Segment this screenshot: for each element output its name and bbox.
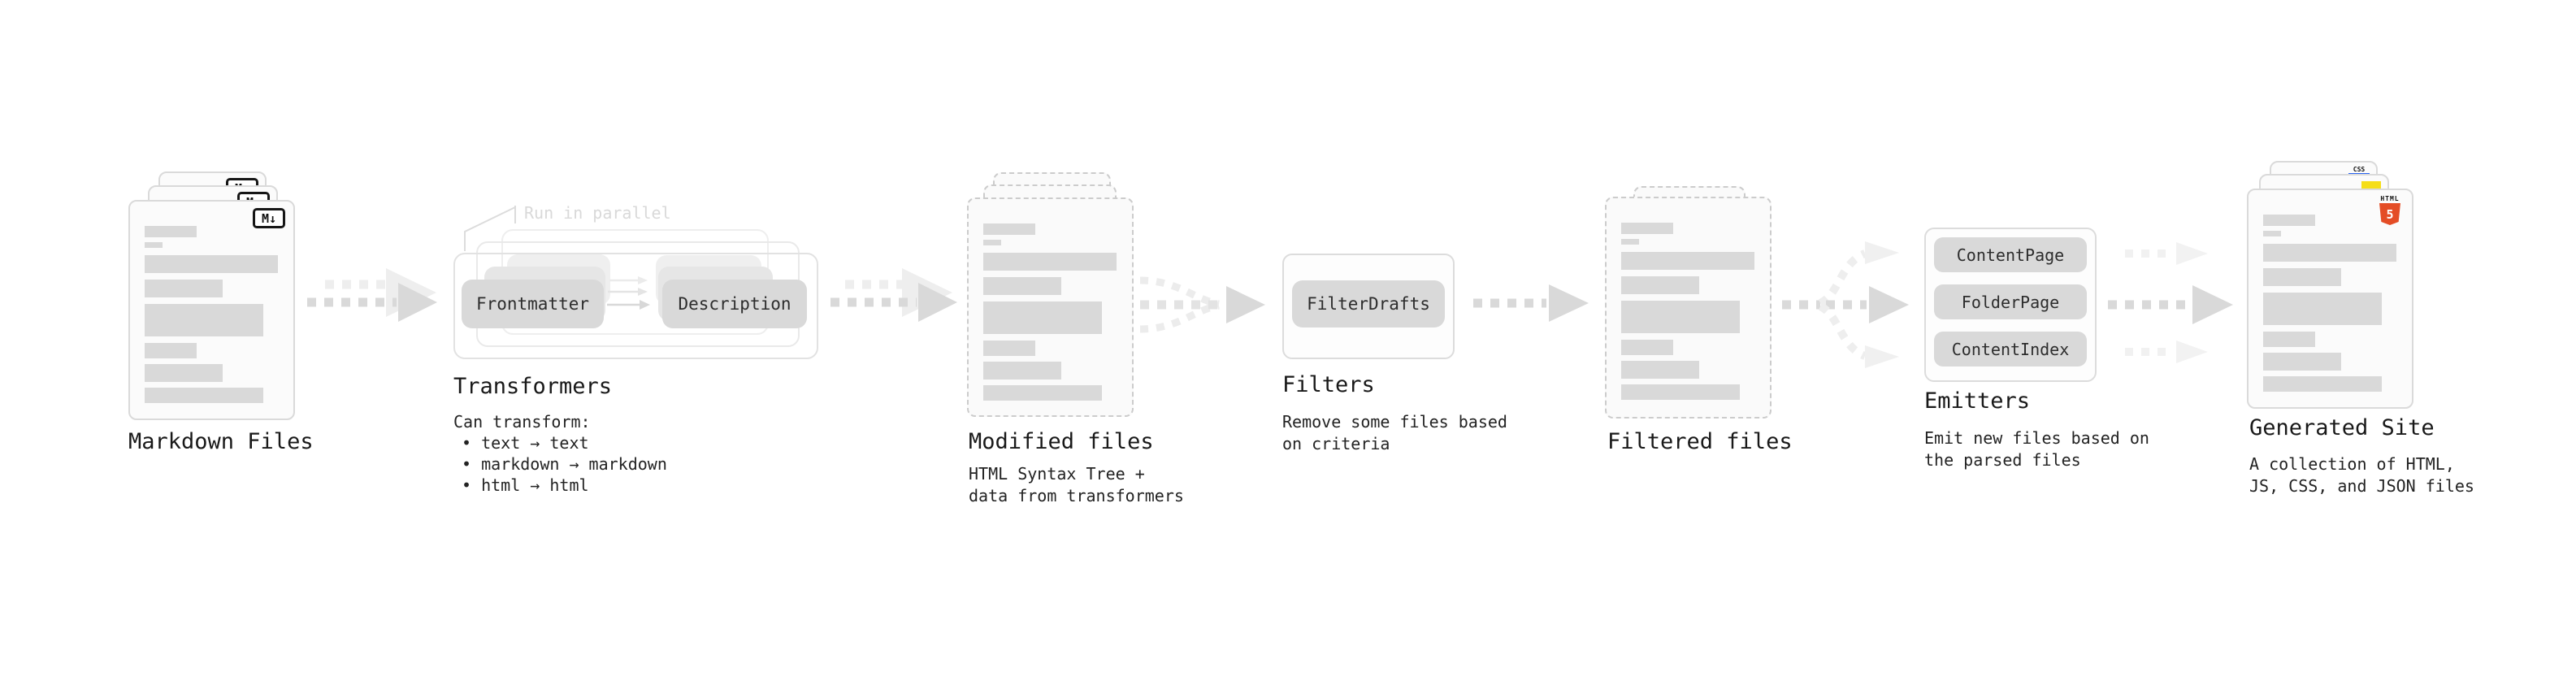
markdown-icon: M↓ xyxy=(253,208,285,228)
content-line-placeholder xyxy=(2263,293,2382,325)
transformers-desc: Can transform: • text → text • markdown … xyxy=(453,411,667,496)
content-line-placeholder xyxy=(145,242,163,248)
modified-files-desc: HTML Syntax Tree + data from transformer… xyxy=(969,463,1184,507)
callout-line xyxy=(464,206,516,251)
modified-files-label: Modified files xyxy=(969,429,1154,454)
emitter-pill-contentpage: ContentPage xyxy=(1934,237,2087,272)
content-line-placeholder xyxy=(145,280,223,297)
desc-line: A collection of HTML, xyxy=(2249,454,2455,474)
content-line-placeholder xyxy=(1621,223,1673,234)
content-line-placeholder xyxy=(2263,376,2382,392)
generated-site-label: Generated Site xyxy=(2249,415,2435,440)
markdown-file-card: M↓ xyxy=(128,200,295,420)
emitter-pill-folderpage: FolderPage xyxy=(1934,284,2087,319)
dashed-flow-arrow-icon xyxy=(830,268,957,322)
desc-line: JS, CSS, and JSON files xyxy=(2249,476,2474,496)
content-line-placeholder xyxy=(983,340,1035,356)
merge-arrow-icon xyxy=(1139,276,1265,333)
html5-icon-number: 5 xyxy=(2386,206,2394,222)
filtered-files-label: Filtered files xyxy=(1607,429,1793,454)
content-line-placeholder xyxy=(1621,252,1754,270)
content-line-placeholder xyxy=(1621,384,1740,400)
content-line-placeholder xyxy=(983,385,1102,401)
desc-line: Remove some files based xyxy=(1282,412,1507,432)
parallel-arrows-icon xyxy=(607,276,650,310)
desc-line: data from transformers xyxy=(969,486,1184,505)
desc-heading: Can transform: xyxy=(453,412,591,432)
content-line-placeholder xyxy=(1621,276,1699,294)
filtered-file-card xyxy=(1605,197,1772,419)
content-line-placeholder xyxy=(145,226,197,237)
content-line-placeholder xyxy=(983,240,1001,245)
content-line-placeholder xyxy=(2263,353,2341,371)
transformer-pill-description: Description xyxy=(662,280,807,328)
file-content-placeholder xyxy=(130,202,293,419)
desc-line: the parsed files xyxy=(1924,450,2081,470)
content-line-placeholder xyxy=(2263,268,2341,286)
file-content-placeholder xyxy=(2249,190,2412,407)
file-content-placeholder xyxy=(1607,198,1770,417)
content-line-placeholder xyxy=(983,223,1035,235)
run-in-parallel-note: Run in parallel xyxy=(524,203,671,223)
content-line-placeholder xyxy=(145,255,278,273)
transformer-pill-frontmatter: Frontmatter xyxy=(462,280,604,328)
content-line-placeholder xyxy=(2263,215,2315,226)
transformer-card xyxy=(453,253,818,359)
content-line-placeholder xyxy=(145,364,223,382)
emitters-label: Emitters xyxy=(1924,388,2031,414)
emitter-pill-contentindex: ContentIndex xyxy=(1934,332,2087,367)
content-line-placeholder xyxy=(2263,244,2396,262)
content-line-placeholder xyxy=(2263,332,2315,347)
transformers-label: Transformers xyxy=(453,374,613,399)
filters-desc: Remove some files based on criteria xyxy=(1282,411,1507,455)
content-line-placeholder xyxy=(983,277,1061,295)
desc-line: HTML Syntax Tree + xyxy=(969,464,1145,484)
dashed-flow-arrow-icon xyxy=(307,268,437,322)
filters-label: Filters xyxy=(1282,372,1375,397)
dashed-flow-arrow-icon xyxy=(1473,284,1589,322)
modified-file-card xyxy=(967,197,1134,417)
js-icon xyxy=(2361,181,2381,190)
file-content-placeholder xyxy=(969,199,1132,415)
content-line-placeholder xyxy=(145,304,263,336)
content-line-placeholder xyxy=(1621,361,1699,379)
desc-line: on criteria xyxy=(1282,434,1390,453)
desc-bullet: • markdown → markdown xyxy=(462,454,667,474)
triple-arrow-icon xyxy=(2108,242,2233,363)
html5-icon: HTML 5 xyxy=(2379,195,2401,225)
split-arrow-icon xyxy=(1782,241,1909,368)
emitters-desc: Emit new files based on the parsed files xyxy=(1924,427,2149,471)
content-line-placeholder xyxy=(1621,239,1639,245)
desc-bullet: • html → html xyxy=(462,475,589,495)
html5-icon-word: HTML xyxy=(2380,195,2400,202)
filter-pill-filterdrafts: FilterDrafts xyxy=(1292,280,1445,327)
content-line-placeholder xyxy=(145,388,263,403)
content-line-placeholder xyxy=(2263,231,2281,236)
content-line-placeholder xyxy=(1621,301,1740,333)
content-line-placeholder xyxy=(1621,340,1673,355)
desc-bullet: • text → text xyxy=(462,433,589,453)
generated-file-card: HTML 5 xyxy=(2247,189,2413,409)
content-line-placeholder xyxy=(983,253,1117,271)
content-line-placeholder xyxy=(983,362,1061,380)
generated-site-desc: A collection of HTML, JS, CSS, and JSON … xyxy=(2249,453,2474,497)
markdown-files-label: Markdown Files xyxy=(128,429,314,454)
content-line-placeholder xyxy=(145,343,197,358)
content-line-placeholder xyxy=(983,301,1102,334)
desc-line: Emit new files based on xyxy=(1924,428,2149,448)
